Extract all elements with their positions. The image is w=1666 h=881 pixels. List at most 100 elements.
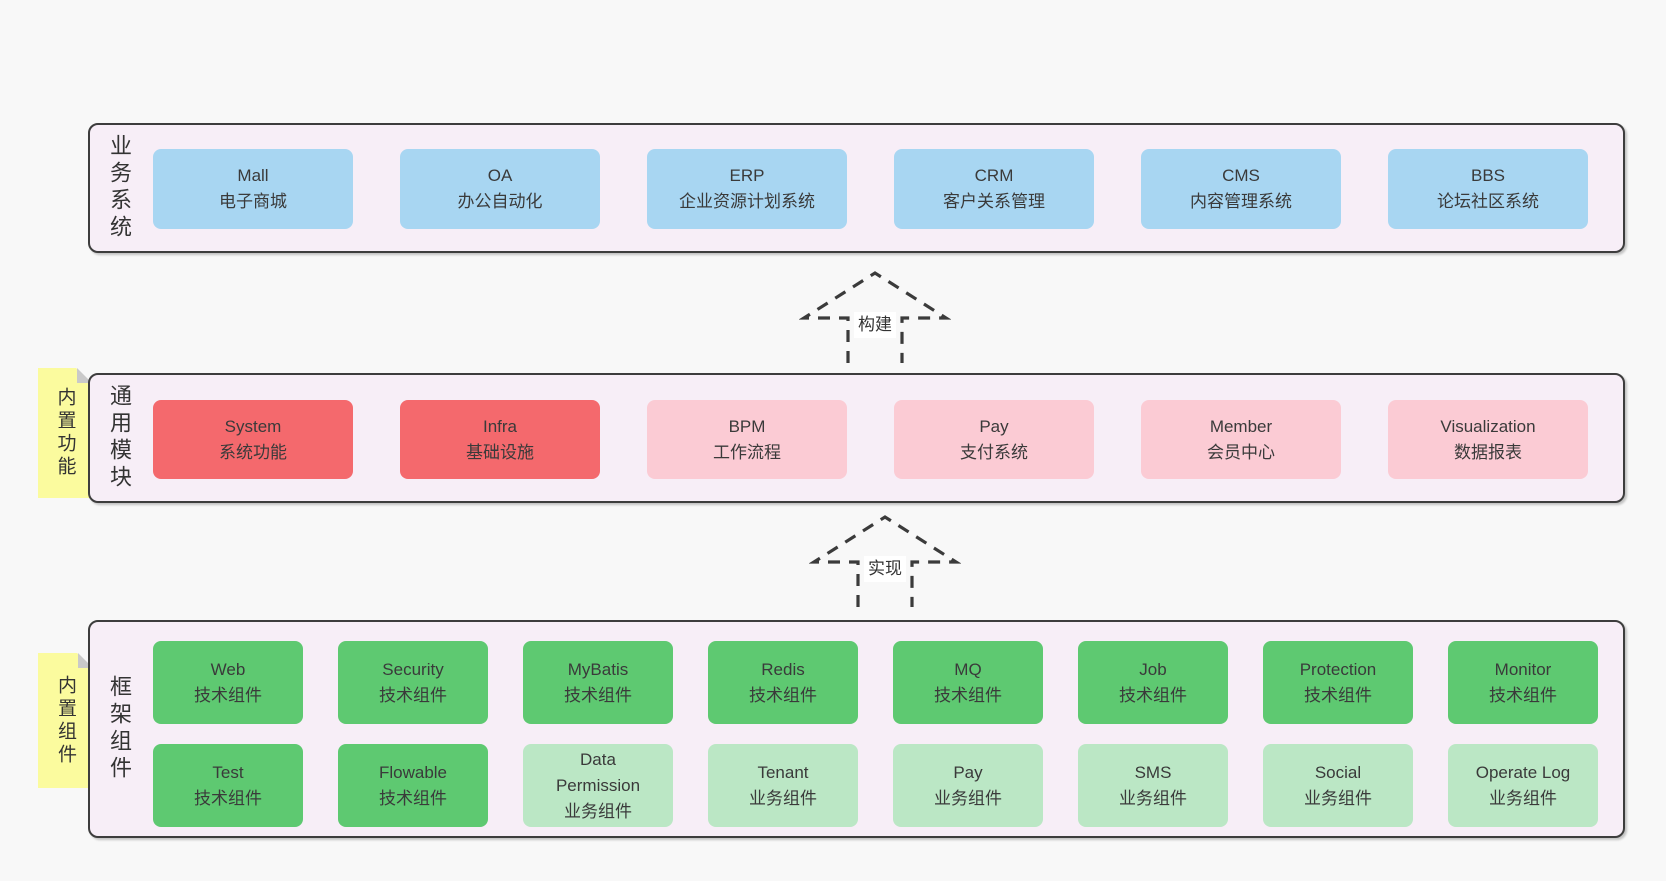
box-title: ERP [729, 166, 765, 185]
box-flowable: Flowable 技术组件 [338, 744, 488, 827]
arrow-label-implement: 实现 [864, 556, 906, 582]
box-subtitle: 电子商城 [219, 192, 287, 211]
sticky-note-builtin-components: 内置组件 [38, 653, 93, 788]
box-title: Visualization [1440, 416, 1536, 436]
box-title: Social [1314, 762, 1362, 782]
modules-box-row: System 系统功能 Infra 基础设施 BPM 工作流程 Pay 支付系统… [153, 400, 1588, 479]
box-title: Flowable [378, 762, 448, 782]
box-security: Security 技术组件 [338, 641, 488, 724]
box-erp: ERP 企业资源计划系统 [647, 149, 847, 229]
box-subtitle: 论坛社区系统 [1437, 192, 1539, 211]
box-job: Job 技术组件 [1078, 641, 1228, 724]
box-title: OA [487, 166, 513, 185]
dashed-up-arrow-icon [799, 271, 951, 363]
box-data-permission: Data Permission 业务组件 [523, 744, 673, 827]
box-title: Member [1209, 416, 1273, 436]
framework-box-row-1: Web 技术组件 Security 技术组件 MyBatis 技术组件 Redi… [153, 641, 1598, 724]
business-systems-panel: 业务系统 Mall 电子商城 OA 办公自动化 ERP 企业资源计划系统 CRM… [88, 123, 1625, 253]
box-title: Pay [979, 416, 1009, 436]
box-title: Test [212, 762, 244, 782]
sticky-note-builtin-features: 内置功能 [38, 368, 92, 498]
box-operate-log: Operate Log 业务组件 [1448, 744, 1598, 827]
box-web: Web 技术组件 [153, 641, 303, 724]
box-title: MQ [954, 659, 982, 679]
box-title: Pay [953, 762, 983, 782]
box-monitor: Monitor 技术组件 [1448, 641, 1598, 724]
box-title: Security [382, 659, 444, 679]
box-oa: OA 办公自动化 [400, 149, 600, 229]
box-subtitle: 业务组件 [934, 788, 1002, 808]
box-infra: Infra 基础设施 [400, 400, 600, 479]
box-pay-component: Pay 业务组件 [893, 744, 1043, 827]
box-protection: Protection 技术组件 [1263, 641, 1413, 724]
box-subtitle: 会员中心 [1207, 442, 1275, 462]
box-subtitle: 业务组件 [1304, 788, 1372, 808]
box-pay-module: Pay 支付系统 [894, 400, 1094, 479]
box-subtitle: 企业资源计划系统 [679, 192, 815, 211]
box-subtitle: 系统功能 [219, 442, 287, 462]
box-title: Monitor [1494, 659, 1552, 679]
box-subtitle: 数据报表 [1454, 442, 1522, 462]
box-bpm: BPM 工作流程 [647, 400, 847, 479]
dashed-up-arrow-icon [809, 515, 961, 607]
box-title: Mall [237, 166, 269, 185]
panel-label-framework: 框架组件 [107, 675, 132, 783]
box-title: Infra [482, 416, 518, 436]
box-subtitle: 技术组件 [749, 685, 817, 705]
box-subtitle: 业务组件 [564, 801, 632, 821]
box-redis: Redis 技术组件 [708, 641, 858, 724]
box-subtitle: 技术组件 [379, 788, 447, 808]
box-subtitle: 技术组件 [1304, 685, 1372, 705]
panel-label-modules: 通用模块 [107, 384, 132, 492]
box-cms: CMS 内容管理系统 [1141, 149, 1341, 229]
box-mq: MQ 技术组件 [893, 641, 1043, 724]
box-title: MyBatis [567, 659, 629, 679]
box-title: Data Permission [555, 749, 641, 795]
box-title: SMS [1134, 762, 1172, 782]
box-subtitle: 办公自动化 [457, 192, 543, 211]
box-subtitle: 客户关系管理 [943, 192, 1045, 211]
box-title: Redis [761, 659, 805, 679]
framework-box-row-2: Test 技术组件 Flowable 技术组件 Data Permission … [153, 744, 1598, 827]
common-modules-panel: 通用模块 System 系统功能 Infra 基础设施 BPM 工作流程 Pay… [88, 373, 1625, 503]
box-subtitle: 内容管理系统 [1190, 192, 1292, 211]
box-visualization: Visualization 数据报表 [1388, 400, 1588, 479]
business-box-row: Mall 电子商城 OA 办公自动化 ERP 企业资源计划系统 CRM 客户关系… [153, 149, 1588, 229]
box-bbs: BBS 论坛社区系统 [1388, 149, 1588, 229]
box-title: BBS [1470, 166, 1506, 185]
arrow-label-build: 构建 [854, 312, 896, 338]
box-member: Member 会员中心 [1141, 400, 1341, 479]
box-subtitle: 技术组件 [194, 685, 262, 705]
implement-arrow-up-icon: 实现 [809, 514, 961, 610]
box-crm: CRM 客户关系管理 [894, 149, 1094, 229]
box-subtitle: 技术组件 [934, 685, 1002, 705]
box-tenant: Tenant 业务组件 [708, 744, 858, 827]
build-arrow-up-icon: 构建 [799, 270, 951, 366]
box-subtitle: 支付系统 [960, 442, 1028, 462]
box-title: Tenant [757, 762, 809, 782]
box-title: CMS [1222, 166, 1260, 185]
box-title: BPM [728, 416, 766, 436]
box-title: Job [1139, 659, 1167, 679]
box-mall: Mall 电子商城 [153, 149, 353, 229]
box-subtitle: 业务组件 [1489, 788, 1557, 808]
sticky-note-text: 内置组件 [55, 674, 76, 767]
box-test: Test 技术组件 [153, 744, 303, 827]
box-social: Social 业务组件 [1263, 744, 1413, 827]
sticky-note-text: 内置功能 [54, 387, 76, 479]
box-subtitle: 工作流程 [713, 442, 781, 462]
box-subtitle: 技术组件 [379, 685, 447, 705]
box-title: System [224, 416, 282, 436]
box-subtitle: 技术组件 [1119, 685, 1187, 705]
box-mybatis: MyBatis 技术组件 [523, 641, 673, 724]
box-subtitle: 技术组件 [564, 685, 632, 705]
panel-label-business: 业务系统 [107, 134, 132, 242]
box-title: Web [210, 659, 246, 679]
box-subtitle: 技术组件 [1489, 685, 1557, 705]
box-subtitle: 业务组件 [1119, 788, 1187, 808]
box-sms: SMS 业务组件 [1078, 744, 1228, 827]
box-title: CRM [974, 166, 1014, 185]
box-title: Protection [1299, 659, 1377, 679]
box-subtitle: 业务组件 [749, 788, 817, 808]
